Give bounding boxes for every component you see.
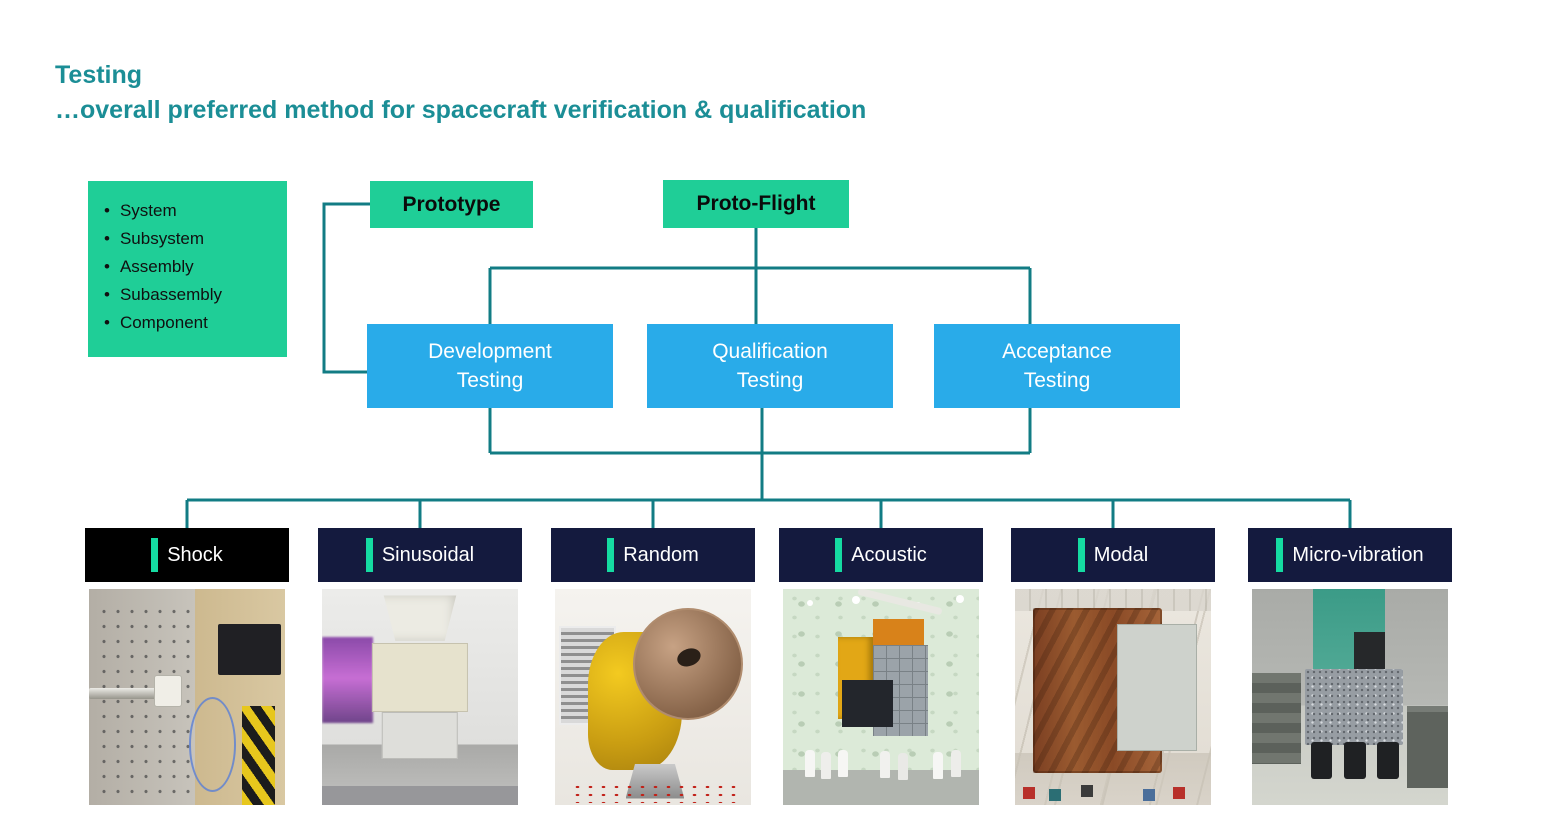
acceptance-testing-line1: Acceptance bbox=[1002, 340, 1112, 363]
isolator-mount bbox=[1344, 742, 1366, 780]
development-testing-box: Development Testing bbox=[367, 324, 613, 408]
equipment-rack-right bbox=[1406, 705, 1448, 788]
qualification-testing-line2: Testing bbox=[736, 369, 804, 392]
tile-header-modal: Modal bbox=[1011, 528, 1215, 582]
level-item-subassembly: Subassembly bbox=[104, 281, 287, 309]
granite-isolation-block bbox=[1304, 668, 1403, 745]
level-item-subsystem: Subsystem bbox=[104, 225, 287, 253]
shock-impact-rod bbox=[89, 688, 168, 700]
test-article bbox=[1353, 632, 1386, 669]
accent-bar bbox=[1077, 538, 1085, 572]
spacecraft-body bbox=[841, 679, 893, 728]
tile-label-shock: Shock bbox=[167, 543, 223, 566]
development-testing-line1: Development bbox=[428, 340, 552, 363]
level-item-component: Component bbox=[104, 309, 287, 337]
acoustic-chamber-test-photo bbox=[783, 589, 979, 805]
isolator-mount bbox=[1377, 742, 1399, 780]
isolator-mount bbox=[1310, 742, 1333, 780]
spacecraft-antenna-drum bbox=[383, 595, 457, 641]
hazard-stripes bbox=[241, 705, 276, 805]
proto-flight-label: Proto-Flight bbox=[696, 192, 816, 215]
chamber-floor bbox=[783, 770, 979, 805]
tile-header-micro-vibration: Micro-vibration bbox=[1248, 528, 1452, 582]
crane-arm bbox=[857, 589, 944, 615]
accent-bar bbox=[835, 538, 843, 572]
development-testing-line2: Testing bbox=[456, 369, 524, 392]
title-line-1: Testing bbox=[55, 61, 143, 89]
acceptance-testing-box: Acceptance Testing bbox=[934, 324, 1180, 408]
level-item-assembly: Assembly bbox=[104, 253, 287, 281]
chamber-lights bbox=[806, 599, 813, 606]
level-item-system: System bbox=[104, 197, 287, 225]
micro-vibration-test-photo bbox=[1252, 589, 1448, 805]
slide-title: Testing …overall preferred method for sp… bbox=[55, 58, 866, 128]
tile-header-random: Random bbox=[551, 528, 755, 582]
spacecraft-body bbox=[371, 643, 469, 712]
prototype-box: Prototype bbox=[370, 181, 533, 228]
proto-flight-box: Proto-Flight bbox=[663, 180, 849, 228]
shock-equipment-box bbox=[218, 623, 282, 676]
tile-label-micro-vibration: Micro-vibration bbox=[1292, 543, 1424, 566]
lab-lighting bbox=[322, 636, 373, 723]
tile-label-sinusoidal: Sinusoidal bbox=[381, 543, 475, 566]
tile-header-acoustic: Acoustic bbox=[779, 528, 983, 582]
solar-array-panel bbox=[1116, 623, 1198, 751]
equipment-rack-left bbox=[1252, 673, 1301, 764]
title-line-2: …overall preferred method for spacecraft… bbox=[55, 96, 867, 124]
accent-bar bbox=[365, 538, 373, 572]
tile-label-random: Random bbox=[623, 543, 699, 566]
modal-survey-test-photo bbox=[1015, 589, 1211, 805]
prototype-label: Prototype bbox=[402, 192, 501, 216]
tile-header-shock: Shock bbox=[85, 528, 289, 582]
technicians bbox=[804, 749, 815, 777]
sinusoidal-vibration-test-photo bbox=[322, 589, 518, 805]
tile-header-sinusoidal: Sinusoidal bbox=[318, 528, 522, 582]
instrumentation-cables bbox=[570, 783, 740, 803]
qualification-testing-line1: Qualification bbox=[712, 340, 828, 363]
accent-bar bbox=[1276, 538, 1284, 572]
shock-test-photo bbox=[89, 589, 285, 805]
floor-equipment bbox=[1022, 786, 1035, 799]
hierarchy-levels-list: System Subsystem Assembly Subassembly Co… bbox=[88, 181, 287, 337]
tile-label-modal: Modal bbox=[1093, 543, 1149, 566]
shock-fixture bbox=[153, 675, 182, 708]
spacecraft-lower-module bbox=[381, 712, 459, 760]
hierarchy-levels-box: System Subsystem Assembly Subassembly Co… bbox=[88, 181, 287, 357]
tile-label-acoustic: Acoustic bbox=[851, 543, 927, 566]
accent-bar bbox=[151, 538, 159, 572]
accent-bar bbox=[607, 538, 615, 572]
acceptance-testing-line2: Testing bbox=[1023, 369, 1091, 392]
lab-floor bbox=[322, 785, 518, 805]
qualification-testing-box: Qualification Testing bbox=[647, 324, 893, 408]
shock-cabling bbox=[188, 697, 236, 793]
random-vibration-test-photo bbox=[555, 589, 751, 805]
ceiling-truss bbox=[1015, 589, 1211, 611]
orange-structure bbox=[873, 619, 925, 648]
